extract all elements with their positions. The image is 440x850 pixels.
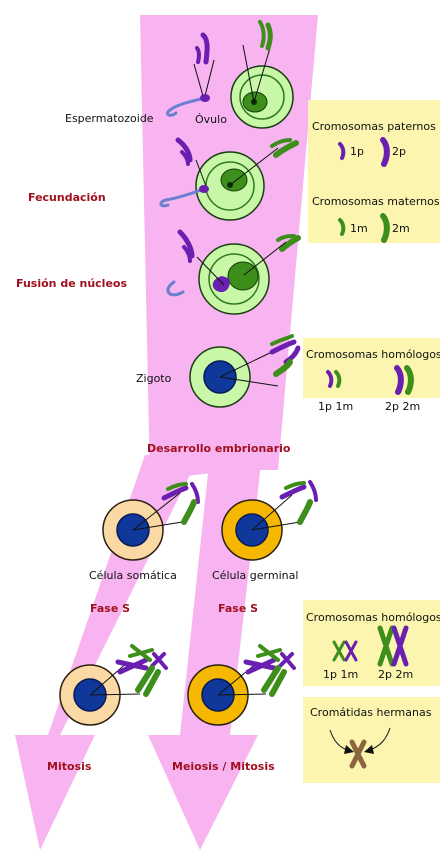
legend2-a: 1p 1m [318, 400, 353, 413]
celula-somatica-label: Célula somática [89, 569, 177, 582]
legend-1p: 1p [350, 145, 364, 158]
fase-s-left-label: Fase S [90, 602, 130, 615]
legend-2p: 2p [392, 145, 406, 158]
mitosis-label: Mitosis [47, 760, 92, 773]
desarrollo-label: Desarrollo embrionario [147, 442, 291, 455]
legend-parental-box: Cromosomas paternos 1p 2p Cromosomas mat… [308, 100, 440, 243]
legend3-a: 1p 1m [323, 668, 358, 681]
meiosis-label: Meiosis / Mitosis [172, 760, 275, 773]
legend-homologous-box: Cromosomas homólogos 1p 1m 2p 2m [303, 338, 440, 413]
legend2-b: 2p 2m [385, 400, 420, 413]
fase-s-right-label: Fase S [218, 602, 258, 615]
ovulo-label: Óvulo [195, 113, 227, 126]
legend4-title: Cromátidas hermanas [310, 706, 432, 719]
legend3-title: Cromosomas homólogos [306, 611, 440, 624]
background-arrows [15, 15, 318, 850]
legend-2m: 2m [392, 222, 410, 235]
legend-maternos-title: Cromosomas maternos [312, 195, 440, 208]
legend3-b: 2p 2m [378, 668, 413, 681]
legend-1m: 1m [350, 222, 368, 235]
legend-sister-chromatids-box: Cromátidas hermanas [303, 697, 440, 783]
zigoto-label: Zigoto [136, 372, 172, 385]
espermatozoide-label: Espermatozoide [65, 112, 154, 125]
celula-germinal-label: Célula germinal [212, 569, 298, 582]
fecundacion-label: Fecundación [28, 191, 106, 204]
fusion-label: Fusión de núcleos [16, 277, 127, 290]
legend-paternos-title: Cromosomas paternos [312, 120, 436, 133]
sperm-chromosome-small-icon [197, 48, 199, 62]
legend-homologous-replicated-box: Cromosomas homólogos 1p 1m 2p 2m [303, 600, 440, 686]
legend2-title: Cromosomas homólogos [306, 348, 440, 361]
